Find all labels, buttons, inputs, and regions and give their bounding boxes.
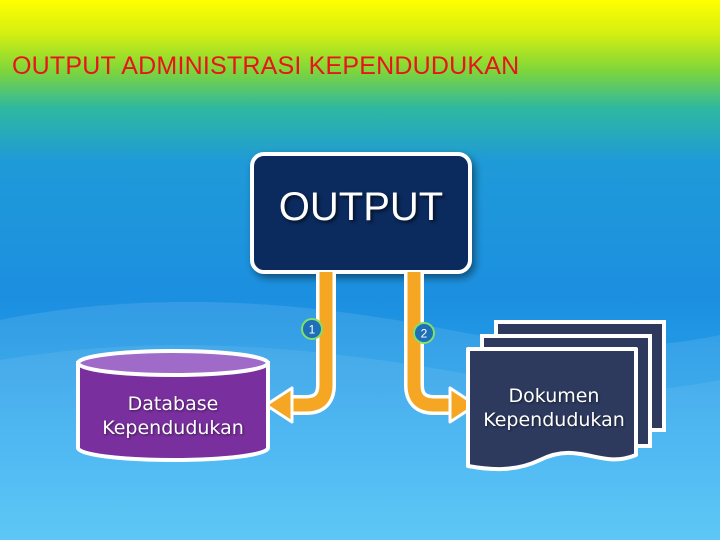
document-label-line1: Dokumen <box>508 385 600 407</box>
database-cylinder <box>76 349 270 462</box>
badge-1: 1 <box>301 318 323 340</box>
badge-2-label: 2 <box>421 327 428 341</box>
arrow-to-database <box>264 272 336 424</box>
slide-title: OUTPUT ADMINISTRASI KEPENDUDUKAN <box>12 52 520 80</box>
output-box: OUTPUT <box>250 152 472 274</box>
database-label-line2: Kependudukan <box>102 417 244 439</box>
arrow-to-document <box>404 272 478 424</box>
badge-2: 2 <box>413 322 435 344</box>
database-label-line1: Database <box>127 393 219 415</box>
output-label: OUTPUT <box>278 184 444 229</box>
document-label: Dokumen Kependudukan <box>472 384 636 432</box>
badge-1-label: 1 <box>309 323 316 337</box>
document-label-line2: Kependudukan <box>483 409 625 431</box>
document-stack <box>466 320 666 472</box>
database-label: Database Kependudukan <box>80 392 266 440</box>
